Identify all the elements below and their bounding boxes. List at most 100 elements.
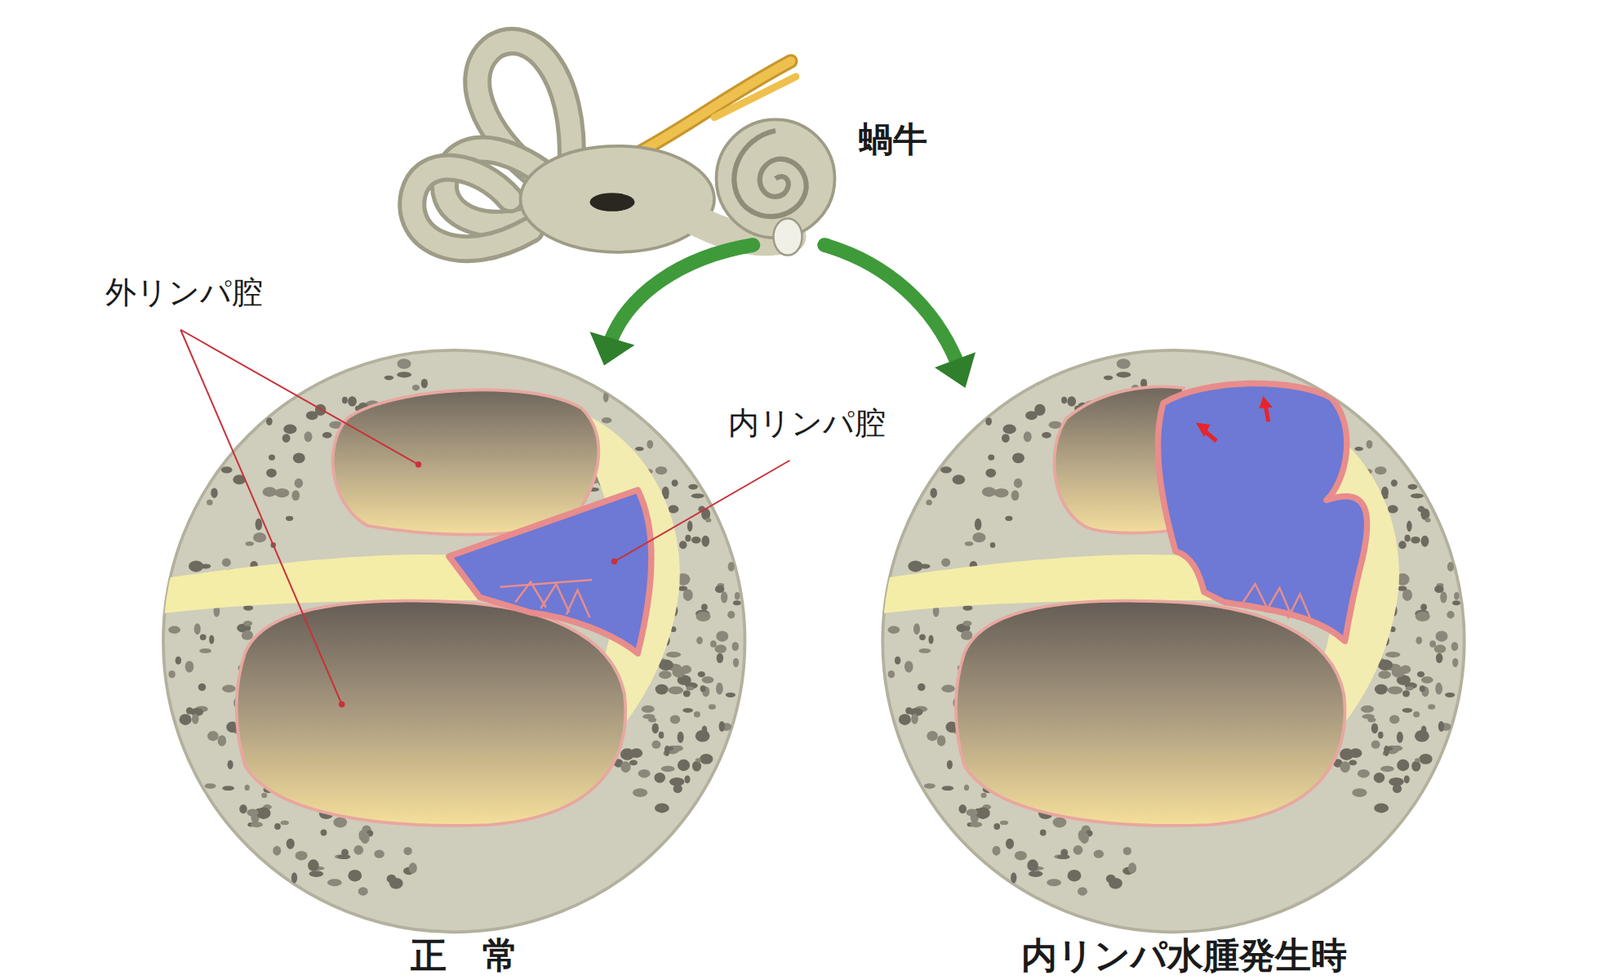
bone-pore [1434,585,1444,593]
bone-pore [1415,611,1431,622]
bone-pore [262,486,277,497]
bone-pore [1078,830,1084,841]
bone-pore [733,657,739,667]
bone-pore [222,684,236,693]
bone-pore [1077,886,1088,896]
bone-pore [1396,759,1409,771]
bone-pore [200,633,207,640]
bone-pore [1435,630,1449,641]
bone-pore [658,670,672,679]
bone-pore [204,782,217,789]
bone-pore [731,641,739,651]
bone-pore [1013,478,1023,489]
bone-pore [1404,774,1410,783]
bone-pore [208,634,214,644]
bone-pore [1354,446,1364,451]
bone-pore [715,585,725,593]
bone-pore [964,784,969,791]
bone-pore [307,858,320,872]
bone-pore [992,845,1001,856]
bone-pore [1005,838,1014,849]
bone-pore [693,711,701,718]
bone-pore [894,656,902,665]
bone-pore [353,844,364,855]
bone-pore [661,765,676,773]
bone-pore [185,660,194,672]
bone-pore [1128,862,1137,873]
bone-pore [1348,759,1357,765]
bone-pore [695,757,702,762]
bone-pore [227,760,234,769]
bone-pore [654,802,670,813]
bone-pore [253,532,267,543]
bone-pore [679,540,687,549]
bone-pore [641,705,655,713]
bone-pore [291,489,300,501]
bone-pore [286,838,295,849]
bone-pore [1040,828,1047,836]
bone-pore [680,664,692,674]
bone-pore [682,707,694,713]
bone-pore [261,792,267,798]
bone-pore [888,626,901,635]
cochlea-section-hydrops [872,350,1465,933]
bone-pore [697,671,706,678]
bone-pore [1410,493,1424,498]
bone-pore [168,626,181,635]
bone-pore [928,634,934,644]
panel-caption: 正 常 [410,934,519,977]
bone-pore [412,384,420,392]
bone-pore [669,777,685,787]
bone-pore [959,804,968,814]
bone-pore [966,808,978,817]
bone-pore [919,633,926,640]
bone-pore [940,466,952,473]
bone-pore [217,734,227,747]
bone-pore [964,541,974,547]
bone-pore [652,722,660,734]
bone-pore [397,358,412,369]
bone-pore [603,391,609,403]
bone-pore [1383,746,1393,751]
bone-pore [1349,747,1362,758]
bone-pore [696,611,712,622]
bone-pore [337,853,352,859]
bone-pore [285,515,294,521]
bone-pore [1012,452,1025,463]
bone-pore [1377,731,1384,739]
bone-pore [175,656,183,665]
bone-pore [1362,713,1375,719]
bone-pore [1373,772,1386,783]
bone-pore [715,644,728,654]
bone-pore [1340,760,1351,773]
bone-pore [320,828,328,836]
bone-pore [1103,375,1114,381]
bone-pore [256,806,271,819]
bone-pore [990,542,996,548]
bone-pore [1357,768,1370,778]
bone-pore [1387,505,1399,514]
bone-pore [188,560,204,572]
bone-pore [1396,731,1404,743]
bone-pore [672,745,684,752]
bone-pore [941,557,951,567]
bone-pore [243,604,254,611]
bone-pore [684,534,691,543]
bone-pore [692,760,702,772]
bone-pore [925,499,933,506]
bone-pore [1004,515,1013,521]
bone-pore [408,862,418,873]
bone-pore [1402,689,1410,697]
bone-pore [1001,433,1010,443]
bone-pore [1435,653,1444,663]
bone-pore [293,452,306,463]
bone-pore [1421,535,1430,547]
bone-pore [342,396,348,405]
bone-pore [1434,644,1447,654]
bone-pore [904,660,914,672]
bone-pore [630,747,643,758]
bone-pore [327,878,343,886]
bone-pore [993,822,1000,830]
